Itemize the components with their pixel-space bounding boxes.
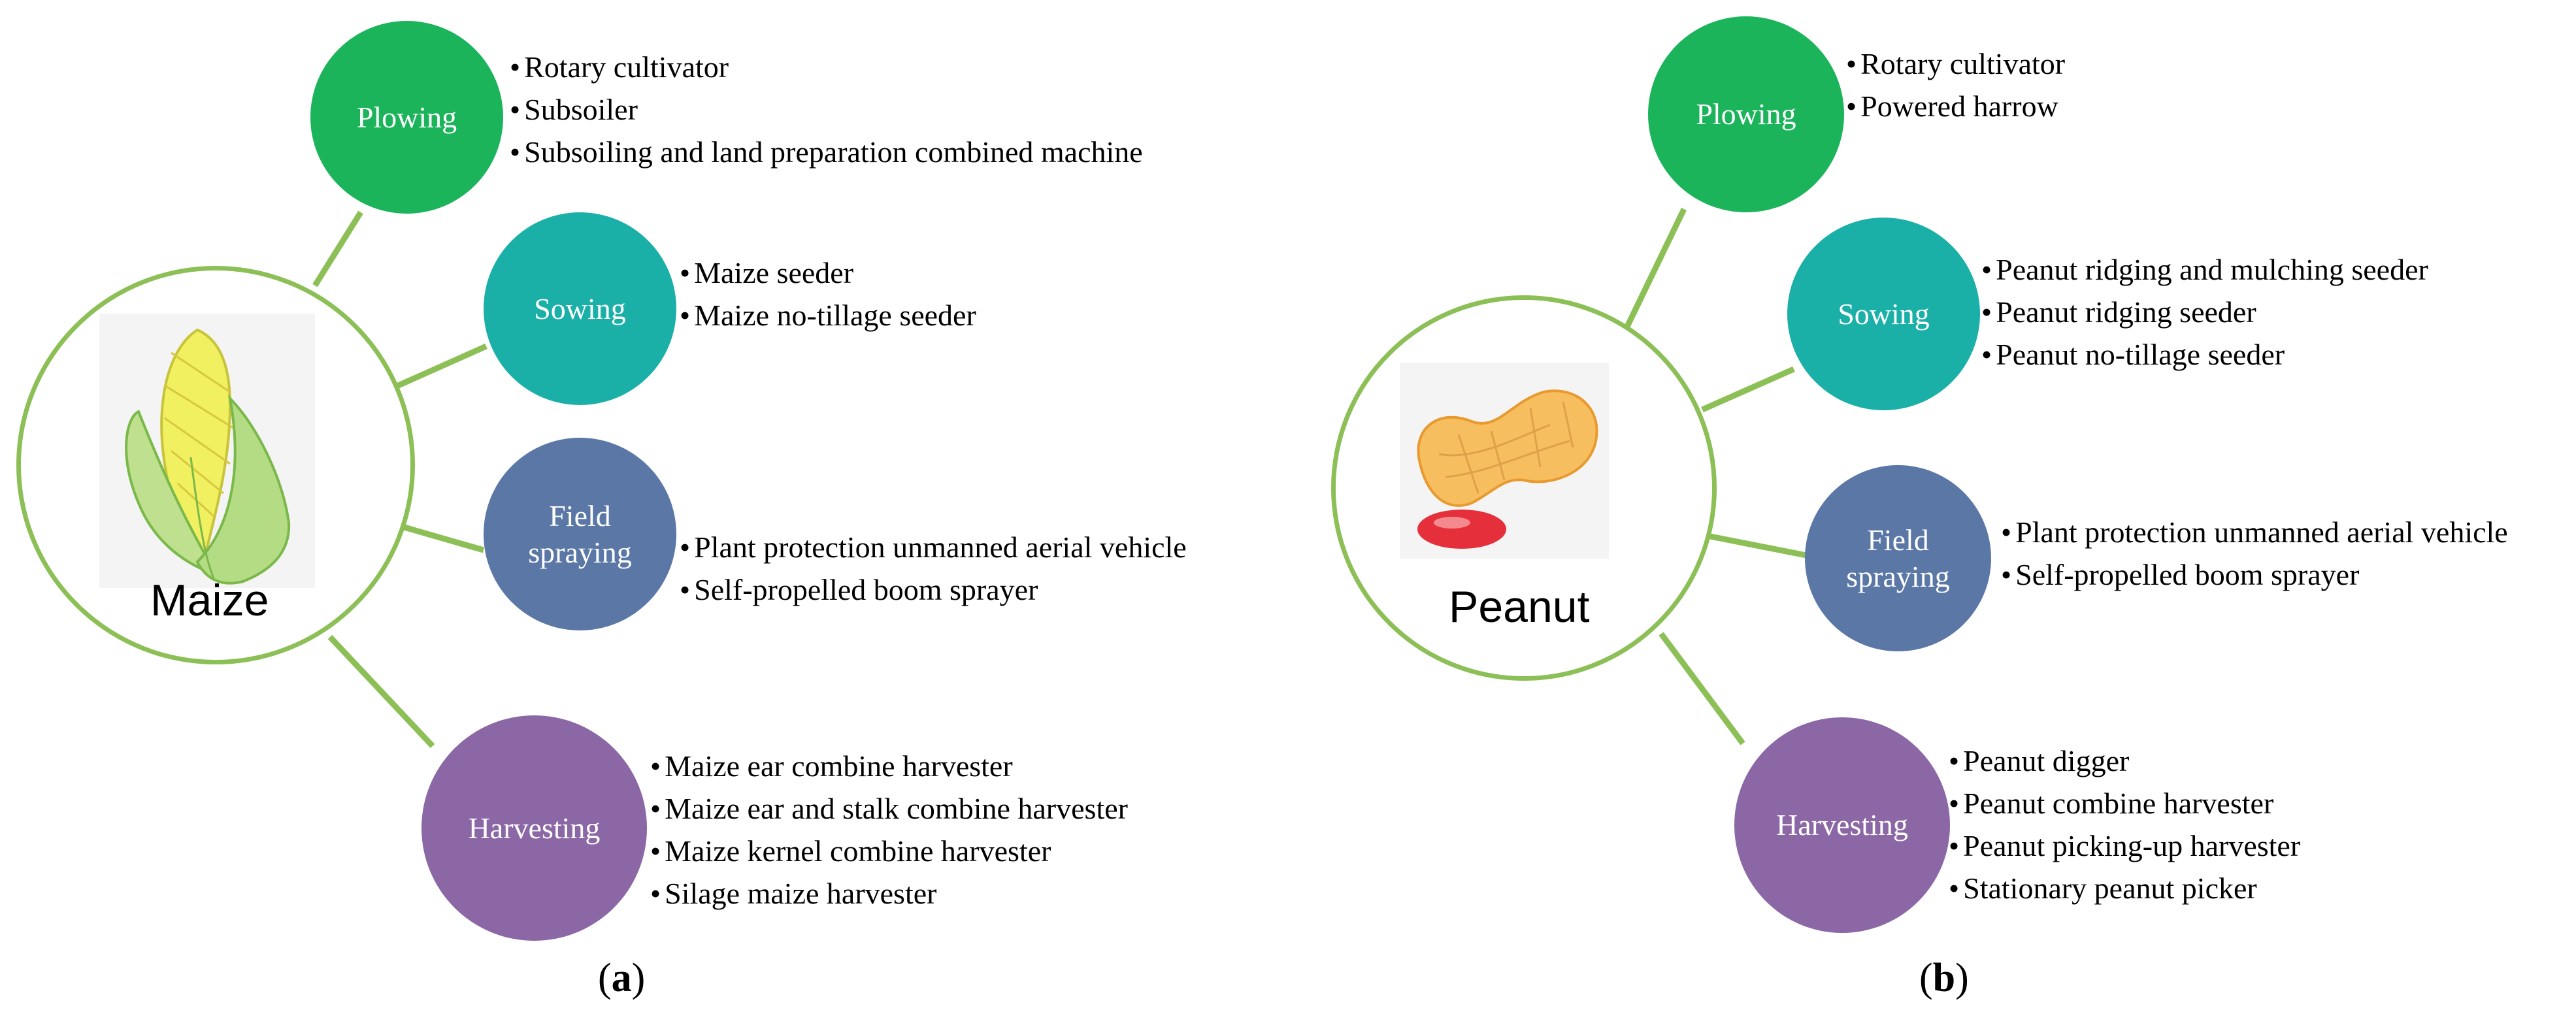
hub-label-peanut: Peanut bbox=[1449, 582, 1590, 632]
list-item: Subsoiler bbox=[510, 88, 1143, 131]
connector-spraying bbox=[1706, 532, 1807, 559]
panel-maize: Maize Plowing Rotary cultivator Subsoile… bbox=[0, 0, 1288, 1027]
list-item: Peanut digger bbox=[1949, 740, 2300, 782]
list-item: Rotary cultivator bbox=[1846, 42, 2065, 85]
list-item: Stationary peanut picker bbox=[1949, 867, 2300, 909]
connector-plowing bbox=[1624, 208, 1687, 328]
stage-node-sowing: Sowing bbox=[1787, 218, 1980, 410]
stage-node-harvesting: Harvesting bbox=[1734, 717, 1950, 933]
caption-b: (b) bbox=[1919, 956, 1969, 1000]
sowing-machine-list: Peanut ridging and mulching seeder Peanu… bbox=[1981, 248, 2428, 376]
list-item: Plant protection unmanned aerial vehicle bbox=[680, 526, 1187, 568]
stage-node-plowing: Plowing bbox=[310, 21, 503, 214]
stage-node-field-spraying: Field spraying bbox=[1805, 465, 1991, 651]
list-item: Peanut picking-up harvester bbox=[1949, 824, 2300, 867]
panel-peanut: Peanut Plowing Rotary cultivator Powered… bbox=[1321, 0, 2576, 1027]
stage-label-field-spraying: Field spraying bbox=[528, 498, 632, 569]
stage-label-harvesting: Harvesting bbox=[1776, 808, 1908, 841]
peanut-illustration bbox=[1400, 363, 1609, 559]
plowing-machine-list: Rotary cultivator Subsoiler Subsoiling a… bbox=[510, 46, 1143, 173]
stage-node-field-spraying: Field spraying bbox=[484, 438, 676, 630]
hub-label-maize: Maize bbox=[150, 576, 269, 625]
plowing-machine-list: Rotary cultivator Powered harrow bbox=[1846, 42, 2065, 127]
spraying-machine-list: Plant protection unmanned aerial vehicle… bbox=[2001, 511, 2508, 596]
list-item: Peanut ridging and mulching seeder bbox=[1981, 248, 2428, 291]
list-item: Peanut no-tillage seeder bbox=[1981, 333, 2428, 376]
caption-letter: a bbox=[611, 956, 632, 1000]
connectors bbox=[1624, 208, 1807, 745]
list-item: Powered harrow bbox=[1846, 85, 2065, 127]
stage-label-field-spraying: Field spraying bbox=[1846, 523, 1950, 593]
list-item: Maize kernel combine harvester bbox=[650, 830, 1128, 872]
stage-node-harvesting: Harvesting bbox=[421, 715, 647, 941]
connector-spraying bbox=[401, 523, 485, 553]
stage-label-plowing: Plowing bbox=[356, 100, 457, 134]
list-item: Silage maize harvester bbox=[650, 872, 1128, 915]
stage-label-plowing: Plowing bbox=[1696, 97, 1796, 131]
connectors bbox=[312, 210, 487, 749]
connector-harvesting bbox=[327, 634, 435, 749]
list-item: Maize ear and stalk combine harvester bbox=[650, 787, 1128, 830]
list-item: Maize seeder bbox=[680, 252, 976, 294]
sowing-machine-list: Maize seeder Maize no-tillage seeder bbox=[680, 252, 976, 336]
connector-sowing bbox=[394, 343, 487, 390]
harvesting-machine-list: Peanut digger Peanut combine harvester P… bbox=[1949, 740, 2300, 909]
list-item: Maize ear combine harvester bbox=[650, 745, 1128, 787]
caption-a: (a) bbox=[598, 956, 646, 1000]
list-item: Plant protection unmanned aerial vehicle bbox=[2001, 511, 2508, 553]
list-item: Peanut combine harvester bbox=[1949, 782, 2300, 824]
harvesting-machine-list: Maize ear combine harvester Maize ear an… bbox=[650, 745, 1128, 915]
list-item: Peanut ridging seeder bbox=[1981, 291, 2428, 333]
stage-node-plowing: Plowing bbox=[1648, 16, 1844, 212]
list-item: Maize no-tillage seeder bbox=[680, 294, 976, 336]
list-item: Self-propelled boom sprayer bbox=[2001, 553, 2508, 596]
connector-sowing bbox=[1701, 366, 1795, 413]
list-item: Rotary cultivator bbox=[510, 46, 1143, 88]
stage-label-sowing: Sowing bbox=[534, 291, 626, 325]
maize-illustration bbox=[99, 314, 315, 588]
list-item: Subsoiling and land preparation combined… bbox=[510, 131, 1143, 173]
spraying-machine-list: Plant protection unmanned aerial vehicle… bbox=[680, 526, 1187, 611]
connector-plowing bbox=[312, 210, 363, 287]
stage-label-sowing: Sowing bbox=[1838, 297, 1930, 331]
stage-node-sowing: Sowing bbox=[484, 212, 676, 405]
stage-label-harvesting: Harvesting bbox=[468, 811, 601, 845]
connector-harvesting bbox=[1659, 632, 1745, 745]
list-item: Self-propelled boom sprayer bbox=[680, 568, 1187, 611]
caption-letter: b bbox=[1932, 956, 1956, 1000]
